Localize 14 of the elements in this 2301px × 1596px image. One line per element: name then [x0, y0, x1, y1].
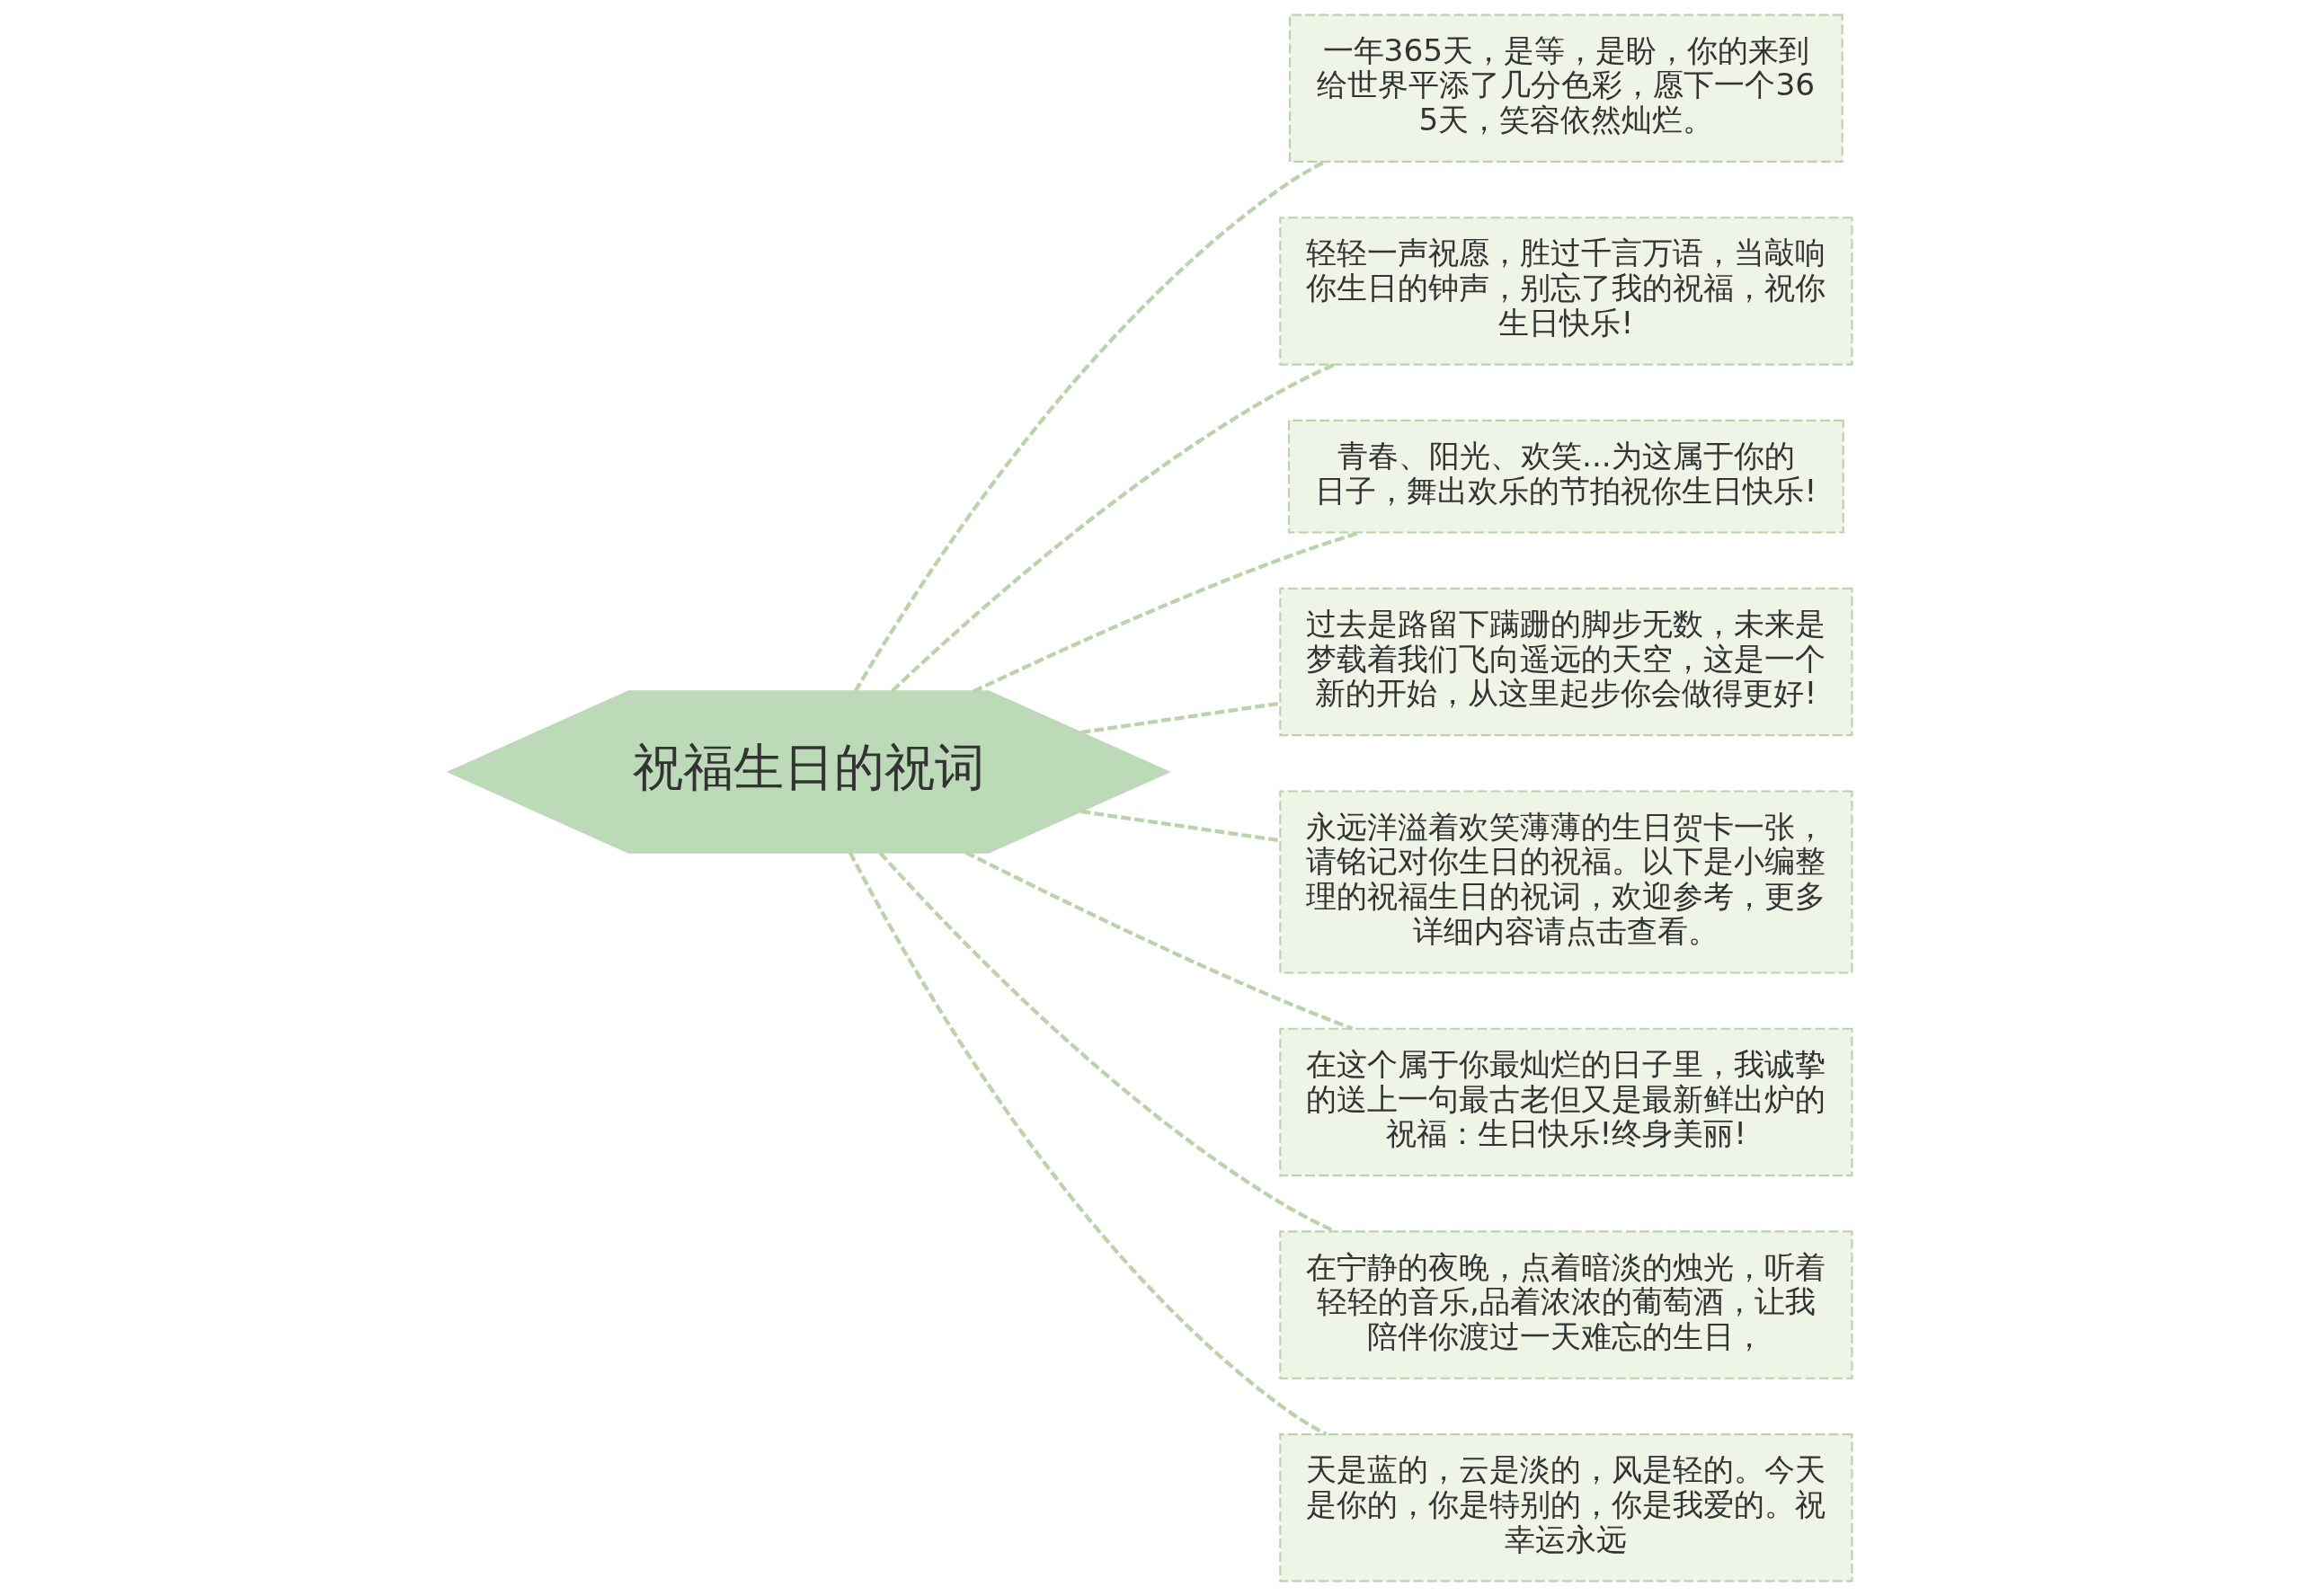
connector	[1080, 809, 1281, 843]
node-box: 天是蓝的，云是淡的，风是轻的。今天是你的，你是特别的，你是我爱的。祝幸运永远	[1279, 1433, 1853, 1583]
connector	[964, 850, 1354, 1031]
connector	[1080, 701, 1281, 735]
node-box: 在宁静的夜晚，点着暗淡的烛光，听着轻轻的音乐,品着浓浓的葡萄酒，让我陪伴你渡过一天难忘的生日，	[1279, 1230, 1853, 1379]
node-box: 轻轻一声祝愿，胜过千言万语，当敲响你生日的钟声，别忘了我的祝福，祝你生日快乐!	[1279, 217, 1853, 366]
node-box: 过去是路留下蹒跚的脚步无数，未来是梦载着我们飞向遥远的天空，这是一个新的开始，从这里起步你会做得更好!	[1279, 587, 1853, 737]
node-box: 在这个属于你最灿烂的日子里，我诚挚的送上一句最古老但又是最新鲜出炉的祝福：生日快乐!终身美丽!	[1279, 1027, 1853, 1177]
connector	[853, 160, 1326, 693]
connector	[891, 362, 1336, 693]
node-box: 一年365天，是等，是盼，你的来到给世界平添了几分色彩，愿下一个365天，笑容依然灿烂。	[1289, 13, 1843, 163]
node-box: 永远洋溢着欢笑薄薄的生日贺卡一张，请铭记对你生日的祝福。以下是小编整理的祝福生日的祝词，欢迎参考，更多详细内容请点击查看。	[1279, 790, 1853, 974]
connector	[848, 851, 1328, 1436]
node-box: 青春、阳光、欢笑...为这属于你的日子，舞出欢乐的节拍祝你生日快乐!	[1287, 419, 1844, 534]
